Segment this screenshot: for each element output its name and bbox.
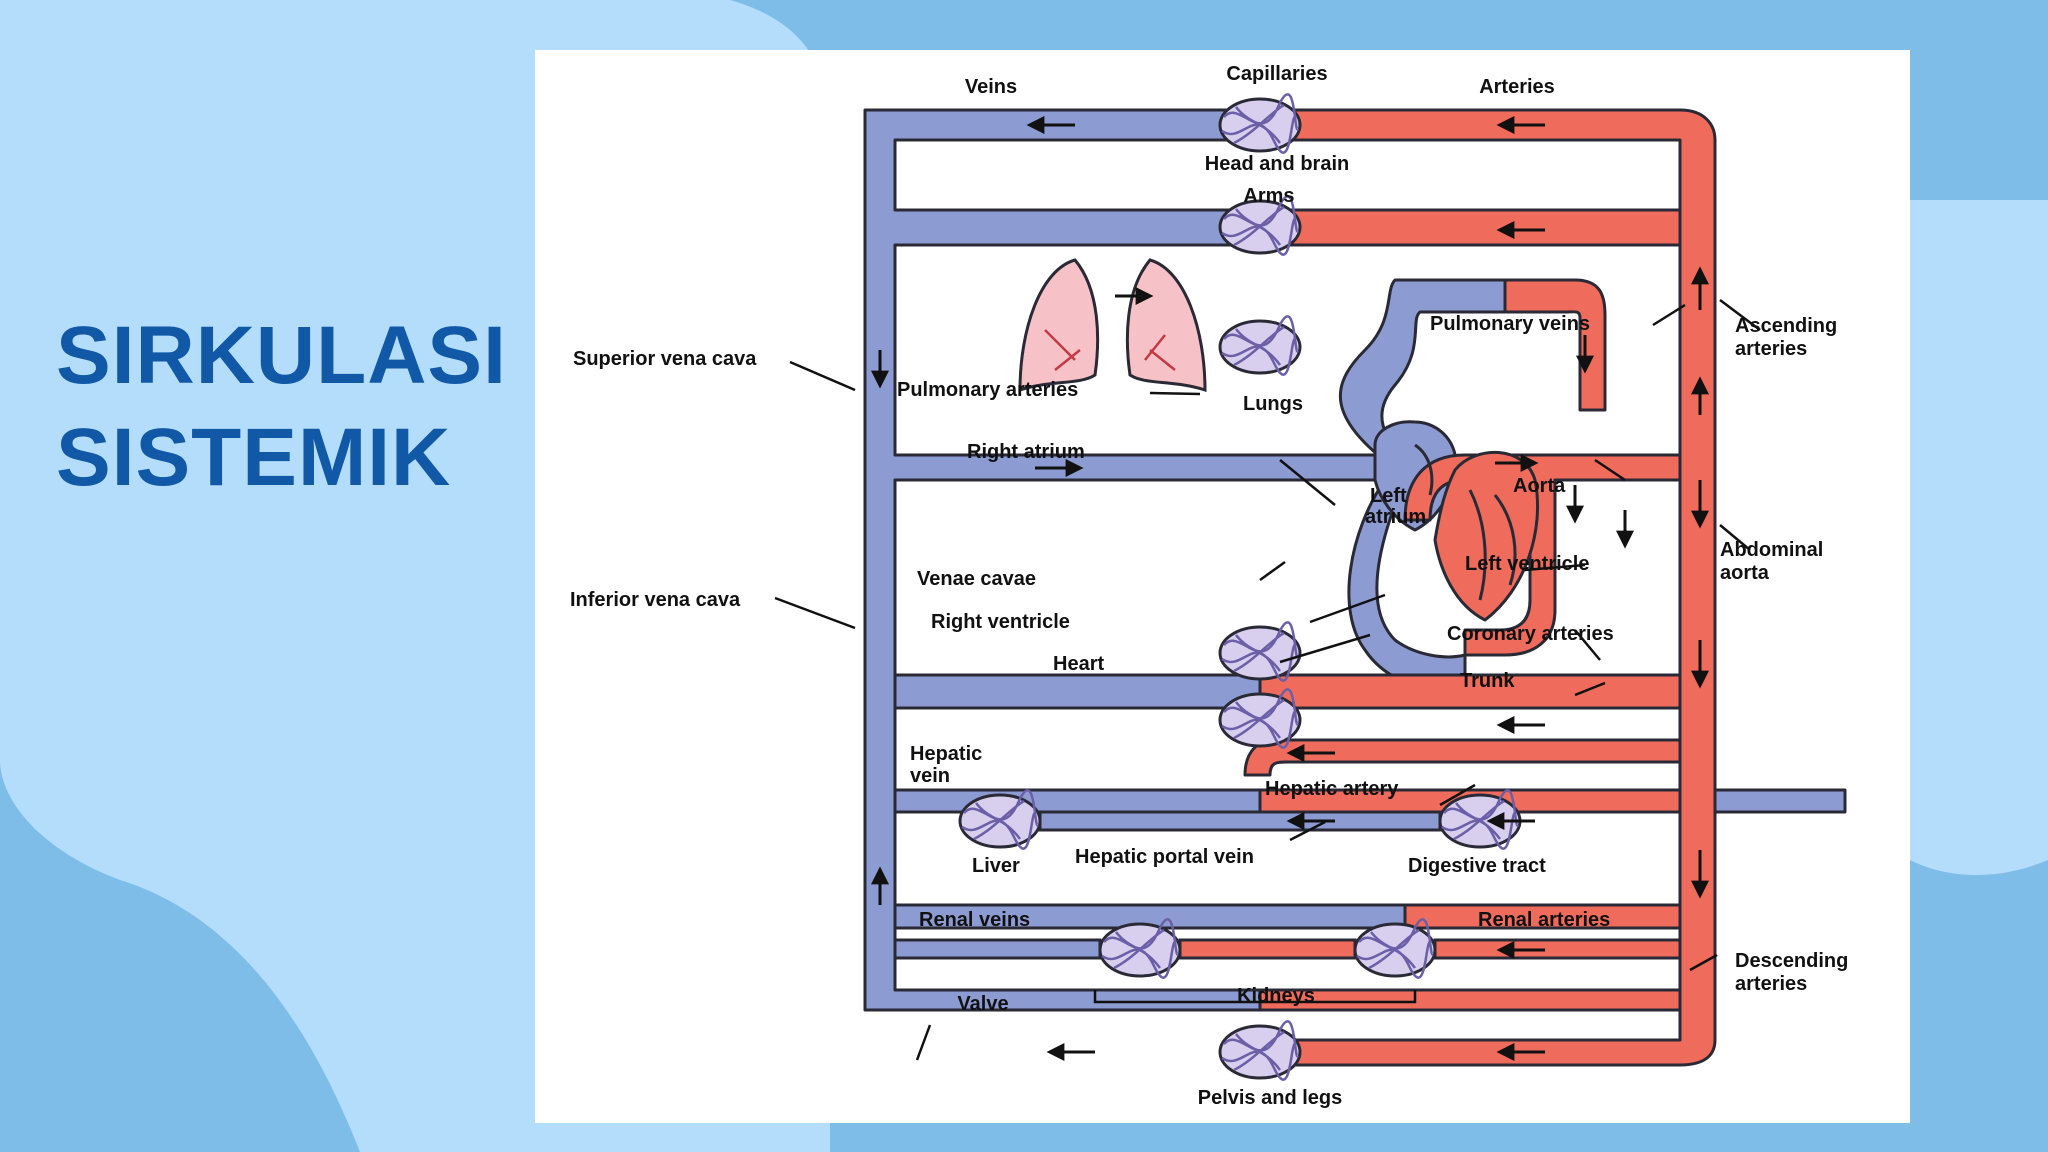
label-arteries: Arteries: [1479, 76, 1555, 98]
label-liver: Liver: [972, 855, 1020, 877]
label-left-atrium-1: Left: [1370, 485, 1407, 507]
label-pelvis-legs: Pelvis and legs: [1198, 1087, 1343, 1109]
slide-title: SIRKULASI SISTEMIK: [56, 305, 536, 509]
label-pulmonary-veins: Pulmonary veins: [1430, 313, 1590, 335]
capillary-pelvis-legs-icon: [1218, 1019, 1302, 1082]
label-left-atrium-2: atrium: [1365, 506, 1426, 528]
label-capillaries: Capillaries: [1226, 63, 1327, 85]
label-heart: Heart: [1053, 653, 1104, 675]
label-left-ventricle: Left ventricle: [1465, 553, 1589, 575]
lungs-illustration: [1018, 258, 1207, 393]
label-arms: Arms: [1243, 185, 1294, 207]
renal-link-vessel: [1178, 938, 1357, 960]
heart-detail: [1414, 443, 1517, 601]
label-veins: Veins: [965, 76, 1017, 98]
label-trunk: Trunk: [1460, 670, 1515, 692]
label-inferior-vena-cava: Inferior vena cava: [570, 589, 741, 611]
label-hepatic-portal-vein: Hepatic portal vein: [1075, 846, 1254, 868]
label-digestive-tract: Digestive tract: [1408, 855, 1546, 877]
label-valve: Valve: [957, 993, 1008, 1015]
leader-lines: [774, 299, 1761, 1061]
arterial-vessels: [1243, 108, 1717, 1067]
label-lungs: Lungs: [1243, 393, 1303, 415]
slide-title-line-2: SISTEMIK: [56, 412, 452, 503]
circulation-diagram: Veins Capillaries Arteries Head and brai…: [570, 63, 1848, 1109]
diagram-labels: Veins Capillaries Arteries Head and brai…: [570, 63, 1848, 1109]
circulation-diagram-card: Veins Capillaries Arteries Head and brai…: [535, 50, 1910, 1123]
label-descending-arteries-2: arteries: [1735, 973, 1807, 995]
label-pulmonary-arteries: Pulmonary arteries: [897, 379, 1078, 401]
renal-artery-vessel: [1433, 938, 1682, 960]
label-abdominal-aorta-2: aorta: [1720, 562, 1770, 584]
label-head-brain: Head and brain: [1205, 153, 1349, 175]
label-ascending-arteries-2: arteries: [1735, 338, 1807, 360]
label-hepatic-artery: Hepatic artery: [1265, 778, 1399, 800]
renal-vein-vessel: [893, 938, 1102, 960]
label-aorta: Aorta: [1513, 475, 1566, 497]
label-coronary-arteries: Coronary arteries: [1447, 623, 1614, 645]
capillary-head-brain-icon: [1218, 92, 1302, 155]
label-kidneys: Kidneys: [1237, 985, 1315, 1007]
label-superior-vena-cava: Superior vena cava: [573, 348, 757, 370]
capillary-lungs-icon: [1218, 314, 1302, 377]
label-renal-veins: Renal veins: [919, 909, 1030, 931]
label-ascending-arteries-1: Ascending: [1735, 315, 1837, 337]
label-right-atrium: Right atrium: [967, 441, 1085, 463]
label-renal-arteries: Renal arteries: [1478, 909, 1610, 931]
capillary-coronary-icon: [1218, 620, 1302, 683]
hepatic-portal-vein-vessel: [1038, 810, 1442, 832]
slide-title-line-1: SIRKULASI: [56, 310, 507, 401]
flow-arrows: [871, 116, 1709, 1061]
label-descending-arteries-1: Descending: [1735, 950, 1848, 972]
label-hepatic-vein-1: Hepatic: [910, 743, 982, 765]
label-right-ventricle: Right ventricle: [931, 611, 1070, 633]
label-abdominal-aorta-1: Abdominal: [1720, 539, 1823, 561]
label-hepatic-vein-2: vein: [910, 765, 950, 787]
label-venae-cavae: Venae cavae: [917, 568, 1036, 590]
